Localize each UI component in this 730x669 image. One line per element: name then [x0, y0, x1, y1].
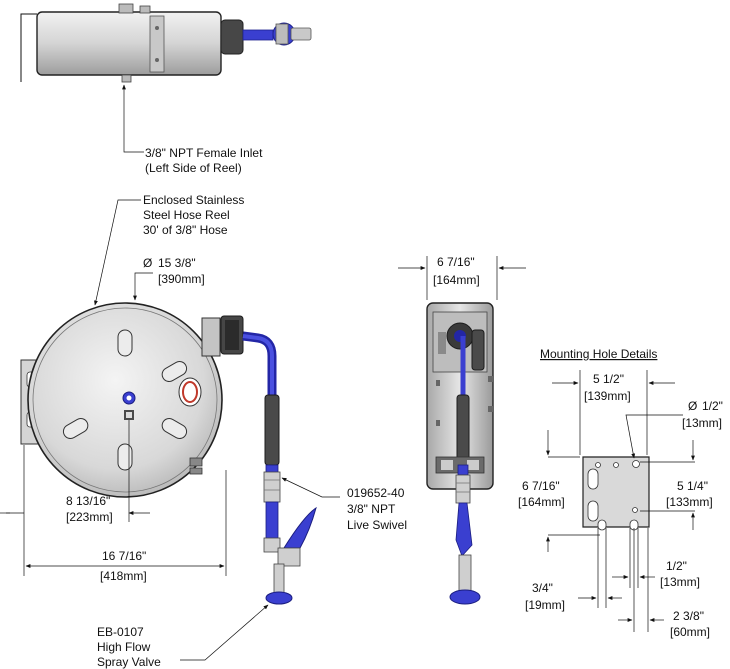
- center-offset-value-mm: [223mm]: [66, 510, 113, 524]
- hole-diameter-symbol: Ø: [688, 399, 697, 413]
- front-view-slots: [62, 329, 188, 471]
- mounting-slot-upper: [587, 468, 599, 490]
- side-depth-value: 6 7/16": [437, 255, 475, 269]
- hole-vertical-value-mm: [133mm]: [666, 495, 713, 509]
- valve-callout: EB-0107 High Flow Spray Valve: [97, 604, 269, 669]
- reel-callout-line-3: 30' of 3/8" Hose: [143, 223, 228, 237]
- slot-width-value: 1/2": [666, 559, 687, 573]
- side-depth-value-mm: [164mm]: [433, 273, 480, 287]
- top-view: [20, 3, 312, 83]
- front-view-spray-head: [265, 591, 293, 605]
- reel-callout-line-2: Steel Hose Reel: [143, 208, 230, 222]
- overall-width-value-mm: [418mm]: [100, 569, 147, 583]
- top-view-mounting-bracket: [20, 13, 37, 82]
- diameter-value: 15 3/8": [158, 256, 196, 270]
- side-dimension: 6 7/16" [164mm]: [398, 255, 526, 300]
- swivel-callout-line-3: Live Swivel: [347, 518, 407, 532]
- mounting-detail: Mounting Hole Details 5 1/2" [139mm] Ø 1…: [518, 347, 723, 639]
- plate-height-value: 6 7/16": [522, 479, 560, 493]
- mounting-detail-title: Mounting Hole Details: [540, 347, 657, 361]
- front-dimensions: 8 13/16" [223mm] 16 7/16" [418mm]: [0, 420, 227, 583]
- side-view-hose-grip: [456, 394, 470, 466]
- reel-callout-line-1: Enclosed Stainless: [143, 193, 244, 207]
- diameter-value-mm: [390mm]: [158, 272, 205, 286]
- hole-spacing-value: 5 1/2": [593, 372, 624, 386]
- diameter-callout: Ø 15 3/8" [390mm]: [133, 256, 205, 301]
- front-view-swivel-fitting: [263, 471, 281, 503]
- top-view-hose-stub: [242, 29, 274, 41]
- top-view-latch: [149, 15, 165, 73]
- inlet-callout-line-2: (Left Side of Reel): [145, 161, 242, 175]
- side-view-swivel-fitting: [455, 474, 471, 504]
- slot-width-value-mm: [13mm]: [660, 575, 700, 589]
- inlet-callout: 3/8" NPT Female Inlet (Left Side of Reel…: [122, 84, 263, 175]
- hole-diameter-value: 1/2": [702, 399, 723, 413]
- top-view-drum: [36, 11, 222, 76]
- slot-spacing-value-mm: [19mm]: [525, 598, 565, 612]
- valve-callout-line-2: High Flow: [97, 640, 151, 654]
- front-view: [20, 302, 317, 605]
- inlet-callout-line-1: 3/8" NPT Female Inlet: [145, 146, 263, 160]
- reel-callout: Enclosed Stainless Steel Hose Reel 30' o…: [94, 193, 244, 306]
- hole-spacing-value-mm: [139mm]: [584, 389, 631, 403]
- front-view-hose-grip: [264, 394, 280, 466]
- hole-vertical-value: 5 1/4": [677, 479, 708, 493]
- swivel-callout: 019652-40 3/8" NPT Live Swivel: [281, 477, 407, 532]
- top-view-inlet-fitting: [121, 74, 132, 83]
- slot-spacing-value: 3/4": [532, 581, 553, 595]
- valve-callout-line-1: EB-0107: [97, 625, 144, 639]
- side-view-spray-handle: [455, 502, 473, 557]
- mounting-hole: [632, 460, 640, 468]
- swivel-callout-line-1: 019652-40: [347, 486, 405, 500]
- top-view-swivel-housing: [220, 19, 244, 55]
- swivel-callout-line-2: 3/8" NPT: [347, 502, 396, 516]
- center-offset-value: 8 13/16": [66, 494, 110, 508]
- side-view: [426, 302, 494, 605]
- side-view-spray-head: [449, 589, 481, 605]
- mounting-slot-lower: [587, 500, 599, 522]
- hole-diameter-value-mm: [13mm]: [682, 416, 722, 430]
- diameter-symbol: Ø: [143, 256, 152, 270]
- valve-callout-line-3: Spray Valve: [97, 655, 161, 669]
- slot-to-edge-value-mm: [60mm]: [670, 625, 710, 639]
- slot-to-edge-value: 2 3/8": [673, 609, 704, 623]
- overall-width-value: 16 7/16": [102, 549, 146, 563]
- front-view-spray-handle: [283, 506, 317, 549]
- plate-height-value-mm: [164mm]: [518, 495, 565, 509]
